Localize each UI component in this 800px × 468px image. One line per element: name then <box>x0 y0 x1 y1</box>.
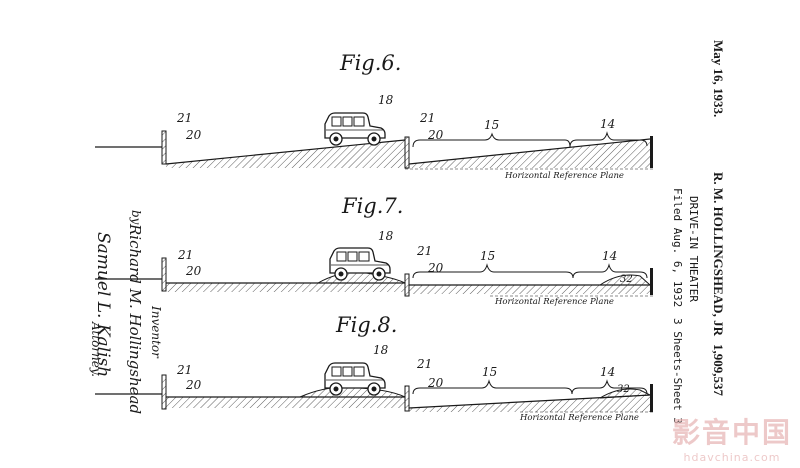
figure-title: Fig.6. <box>339 51 401 75</box>
ref-span: 14 <box>600 365 615 379</box>
ref-span: 15 <box>484 118 499 132</box>
span-brace <box>412 379 573 395</box>
ref-span: 14 <box>602 249 617 263</box>
span-brace <box>569 131 648 148</box>
ref-barrier: 21 <box>177 248 193 262</box>
end-post <box>650 384 653 412</box>
barrier-wall <box>404 273 410 297</box>
ref-slope: 20 <box>427 376 444 390</box>
span-brace <box>571 379 648 395</box>
figure-7: Fig.7. 18 21 20 21 20 15 14 32 Horizonta… <box>95 194 655 307</box>
ref-slope: 20 <box>427 128 444 142</box>
patent-filed-date: Filed Aug. 6, 1932 <box>671 188 684 308</box>
ref-slope: 20 <box>185 264 202 278</box>
span-brace <box>412 132 571 148</box>
barrier-wall <box>161 257 167 292</box>
sloped-ramp <box>409 395 650 412</box>
signature-block: Inventor by Richard M. Hollingshead Samu… <box>89 210 163 414</box>
ref-span: 14 <box>600 117 615 131</box>
by-label: by <box>129 210 143 225</box>
ref-ramp: 32 <box>620 274 633 285</box>
ramp-mound <box>598 274 652 286</box>
barrier-wall <box>161 130 167 165</box>
attorney-signature: Samuel L. Kalish <box>93 232 113 377</box>
ramp-surface <box>165 139 406 165</box>
end-post <box>650 268 653 295</box>
ramp-mound <box>599 388 652 399</box>
ref-car: 18 <box>378 93 394 107</box>
patent-number: 1,909,537 <box>711 344 726 396</box>
patent-date: May 16, 1933. <box>711 40 726 118</box>
reference-plane-label: Horizontal Reference Plane <box>494 297 614 307</box>
patent-title: DRIVE-IN THEATER <box>687 196 700 302</box>
ref-barrier: 21 <box>176 363 192 377</box>
reference-plane-label: Horizontal Reference Plane <box>519 413 639 423</box>
ref-barrier: 21 <box>176 111 192 125</box>
end-post <box>650 136 653 168</box>
figure-8: Fig.8. 18 21 20 21 20 15 14 32 Horizonta… <box>95 313 655 423</box>
inventor-signature: Richard M. Hollingshead <box>126 223 144 414</box>
barrier-wall <box>404 136 410 169</box>
ref-barrier: 21 <box>416 357 432 371</box>
reference-plane-label: Horizontal Reference Plane <box>504 171 624 181</box>
ref-slope: 20 <box>185 378 202 392</box>
ground-fill <box>409 285 650 294</box>
figure-title: Fig.7. <box>341 194 403 218</box>
watermark-url: hdavchina.com <box>683 451 781 464</box>
sheet-count: 3 Sheets-Sheet 3 <box>671 318 684 424</box>
barrier-wall <box>404 385 410 412</box>
ref-slope: 20 <box>185 128 202 142</box>
barrier-wall <box>161 374 167 410</box>
sloped-ramp <box>166 140 405 168</box>
ref-slope: 20 <box>427 261 444 275</box>
sloped-ramp <box>409 139 650 168</box>
ref-barrier: 21 <box>416 244 432 258</box>
figure-title: Fig.8. <box>335 313 397 337</box>
earth-mound <box>316 271 406 284</box>
ref-span: 15 <box>482 365 497 379</box>
watermark-title: 影音中国 <box>671 416 792 449</box>
automobile <box>324 112 386 146</box>
span-brace <box>572 263 648 279</box>
ref-car: 18 <box>378 229 394 243</box>
attorney-label: Attorney. <box>89 321 103 377</box>
ramp-surface <box>408 138 651 165</box>
figure-6: Fig.6. 18 21 20 21 20 15 14 Horizontal R… <box>95 51 655 181</box>
span-brace <box>412 263 574 279</box>
ref-barrier: 21 <box>419 111 435 125</box>
inventor-label: Inventor <box>149 305 163 359</box>
ref-span: 15 <box>480 249 495 263</box>
ground-fill <box>166 283 405 292</box>
ref-car: 18 <box>373 343 389 357</box>
watermark: 影音中国 hdavchina.com <box>672 411 792 464</box>
ground-fill <box>166 397 405 408</box>
ref-ramp: 32 <box>617 384 630 395</box>
patent-inventor: R. M. HOLLINGSHEAD, JR <box>711 172 726 336</box>
